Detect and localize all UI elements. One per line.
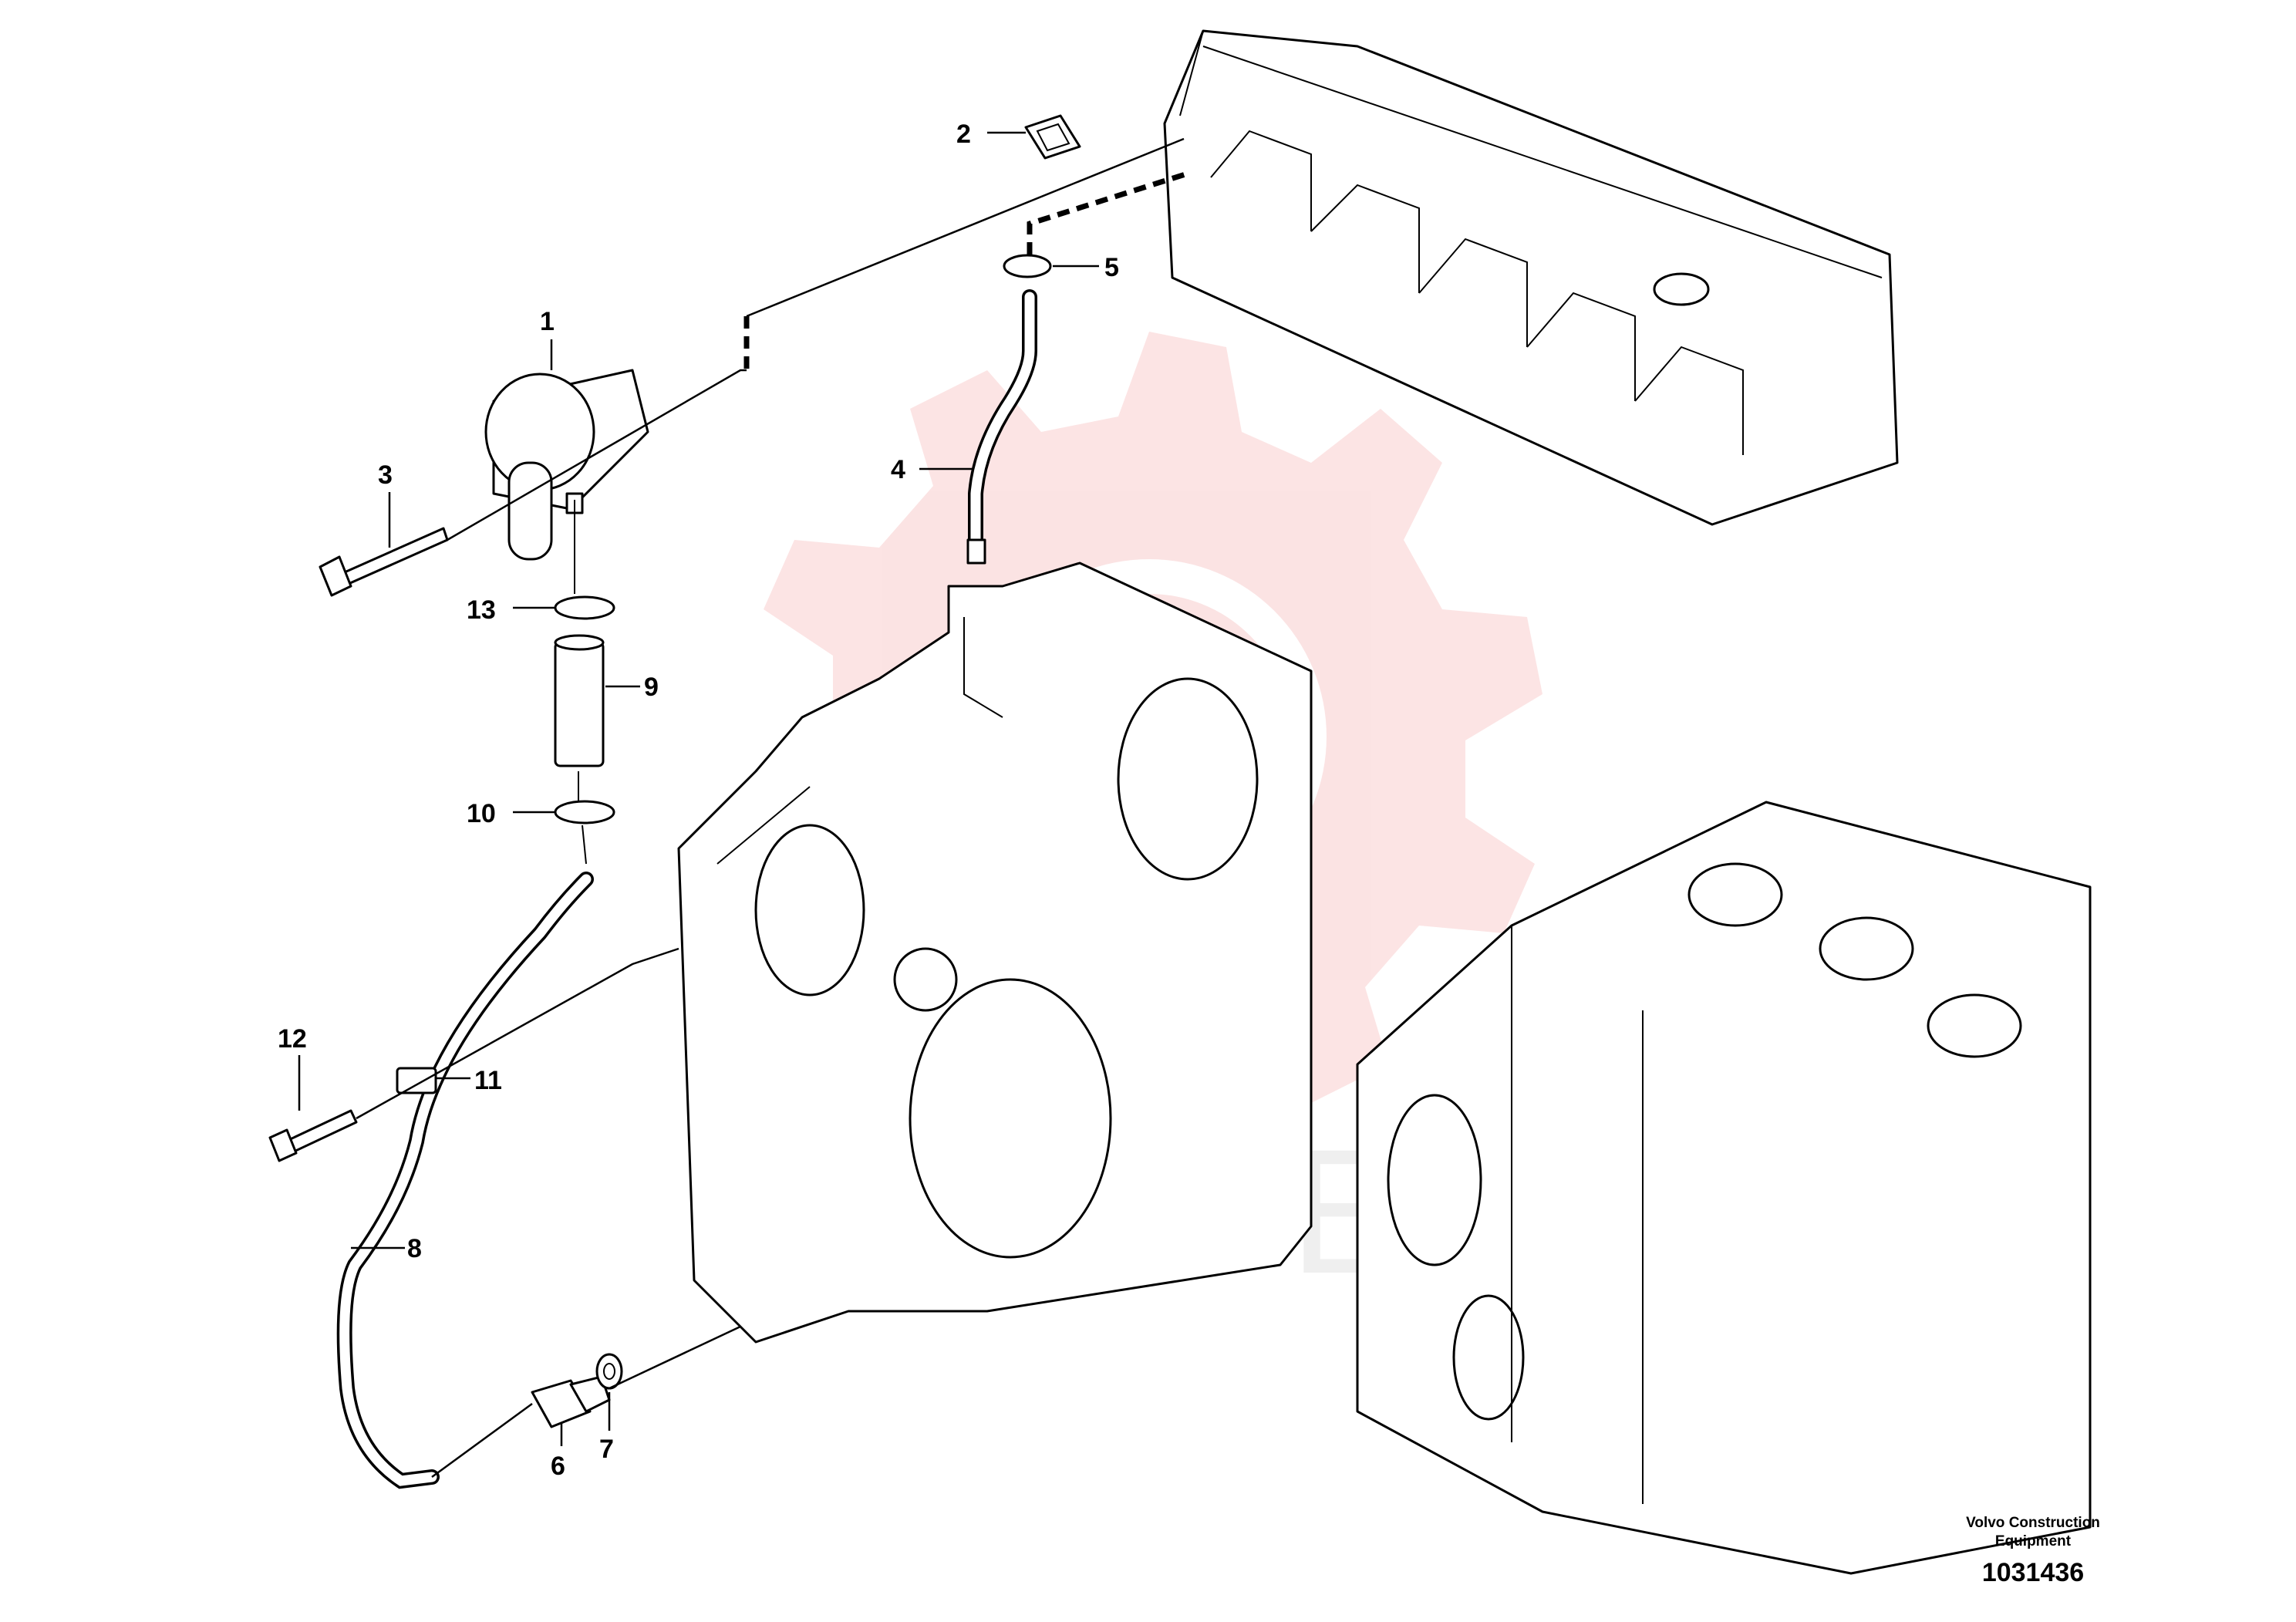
assembly-line-pipe8-end bbox=[431, 1402, 533, 1479]
callout-1: 1 bbox=[540, 307, 555, 336]
callout-13: 13 bbox=[467, 595, 496, 625]
callout-10: 10 bbox=[467, 799, 496, 828]
callout-4: 4 bbox=[891, 455, 905, 484]
hose-9 bbox=[554, 634, 605, 767]
clamp-13 bbox=[554, 595, 615, 620]
callout-7: 7 bbox=[599, 1435, 614, 1464]
callout-9: 9 bbox=[644, 673, 659, 702]
timing-cover bbox=[677, 561, 1313, 1344]
assembly-line-pipe-to-cover bbox=[1027, 170, 1189, 255]
clamp-5 bbox=[1003, 254, 1052, 278]
gasket-2 bbox=[1024, 114, 1081, 160]
clamp-10 bbox=[554, 800, 615, 824]
callout-6: 6 bbox=[551, 1452, 565, 1481]
document-number: 1031436 bbox=[1982, 1558, 2084, 1587]
callout-11: 11 bbox=[474, 1066, 502, 1095]
callout-3: 3 bbox=[378, 460, 393, 490]
brand-line-1: Volvo Construction bbox=[1966, 1515, 2100, 1531]
callout-5: 5 bbox=[1104, 253, 1119, 282]
valve-cover bbox=[1163, 29, 1899, 526]
assembly-line-3 bbox=[447, 137, 1185, 541]
callout-12: 12 bbox=[278, 1024, 307, 1054]
pipe-8 bbox=[336, 872, 594, 1489]
clip-11 bbox=[396, 1067, 437, 1094]
engine-block bbox=[1356, 801, 2092, 1575]
assembly-line-12 bbox=[356, 947, 679, 1120]
pipe-4 bbox=[966, 289, 1037, 565]
oil-separator bbox=[484, 369, 649, 561]
bolt-3 bbox=[319, 527, 449, 597]
washer-7 bbox=[595, 1353, 623, 1390]
assembly-line-6 bbox=[609, 1325, 741, 1390]
callout-2: 2 bbox=[956, 120, 971, 149]
connector-6 bbox=[531, 1375, 611, 1428]
callout-8: 8 bbox=[407, 1234, 422, 1263]
brand-line-2: Equipment bbox=[1995, 1533, 2072, 1549]
bolt-12 bbox=[268, 1109, 358, 1162]
